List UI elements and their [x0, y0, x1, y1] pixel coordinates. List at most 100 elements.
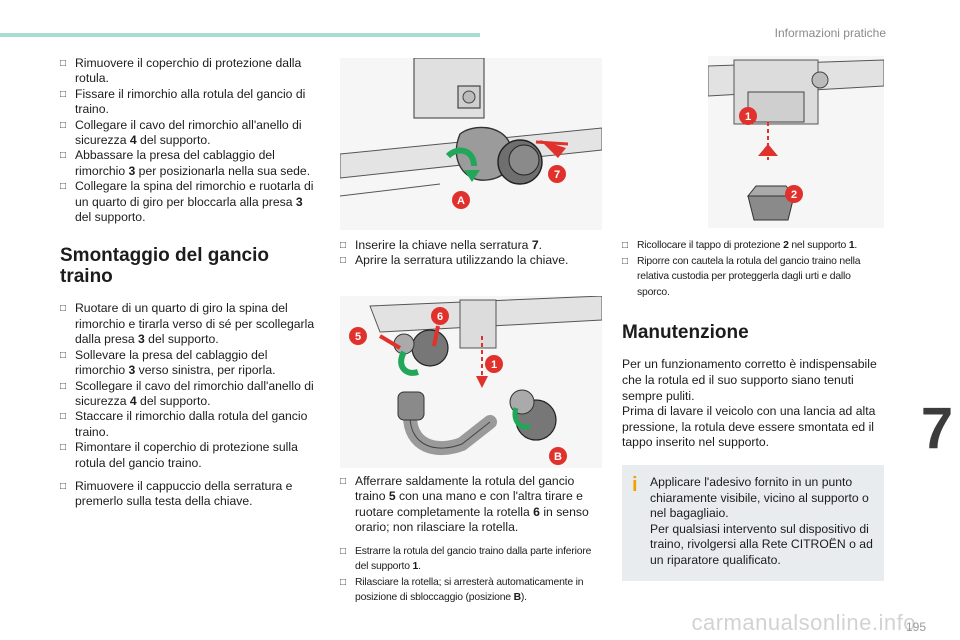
info-icon: i [632, 473, 638, 496]
watermark: carmanualsonline.info [691, 610, 916, 635]
step-bullet-icon: □ [60, 380, 67, 392]
step-reference-number: 6 [533, 504, 540, 519]
header-accent-bar [0, 33, 480, 37]
step-bullet-icon: □ [60, 58, 67, 69]
step-list-key: □ Inserire la chiave nella serratura 7.□A… [340, 238, 602, 269]
callout-7: 7 [548, 165, 566, 183]
step-text: Collegare il cavo del rimorchio all'anel… [75, 117, 302, 148]
column-middle: □ Inserire la chiave nella serratura 7.□A… [340, 238, 602, 269]
step-text: Ricollocare il tappo di protezione [637, 240, 784, 251]
page-number: 195 [905, 620, 926, 634]
page-header-title: Informazioni pratiche [774, 26, 886, 40]
step-text: . [854, 240, 858, 251]
figure-cap-insert: 1 2 [708, 56, 884, 228]
step-item: □ Inserire la chiave nella serratura 7. [340, 238, 602, 253]
step-text: Rilasciare la rotella; si arresterà auto… [355, 576, 584, 604]
step-item: □ Fissare il rimorchio alla rotula del ga… [60, 87, 320, 118]
step-text: del supporto. [144, 332, 219, 347]
chapter-number: 7 [920, 395, 954, 461]
step-list-smontaggio-2: □Rimuovere il cappuccio della serratura … [60, 479, 320, 510]
step-bullet-icon: □ [60, 349, 67, 361]
svg-text:5: 5 [355, 331, 361, 343]
step-reference-number: 2 [783, 240, 789, 251]
step-item: □ Sollevare la presa del cablaggio del ri… [60, 348, 320, 379]
step-bullet-icon: □ [340, 476, 347, 487]
step-reference-number: 3 [138, 332, 145, 347]
svg-text:6: 6 [437, 311, 443, 323]
manutenzione-paragraph-1: Per un funzionamento corretto è indispen… [622, 357, 877, 403]
step-text: Abbassare la presa del cablaggio del rim… [75, 148, 275, 178]
step-item: □ Rimontare il coperchio di protezione su… [60, 440, 320, 471]
step-item: □Aprire la serratura utilizzando la chia… [340, 253, 602, 268]
step-bullet-icon: □ [340, 255, 347, 267]
step-item: □ Staccare il rimorchio dalla rotula del … [60, 409, 320, 440]
step-text: verso sinistra, per riporla. [135, 363, 276, 378]
step-text: del supporto. [136, 133, 211, 148]
info-text-1: Applicare l'adesivo fornito in un punto … [650, 474, 869, 521]
step-reference-number: 1 [412, 561, 419, 573]
step-text: Afferrare saldamente la rotula del ganci… [355, 474, 575, 504]
step-reference-number: 4 [129, 133, 137, 148]
step-reference-number: 5 [388, 489, 396, 504]
step-reference-number: 7 [531, 238, 539, 252]
step-text: . [538, 238, 542, 252]
step-bullet-icon: □ [622, 240, 628, 251]
step-reference-number: 1 [848, 240, 855, 251]
step-list-install: □ Rimuovere il coperchio di protezione da… [60, 56, 320, 225]
step-bullet-icon: □ [60, 181, 67, 193]
step-item: □ Riporre con cautela la rotula del ganci… [622, 254, 884, 301]
step-item: □ Collegare la spina del rimorchio e ruot… [60, 179, 320, 225]
section-title-smontaggio: Smontaggio del gancio traino [60, 245, 270, 288]
step-text: Staccare il rimorchio dalla rotula del g… [75, 409, 308, 439]
step-text: . [418, 561, 421, 573]
column-right: □ Ricollocare il tappo di protezione 2 ne… [622, 238, 884, 581]
step-bullet-icon: □ [60, 150, 67, 162]
step-bullet-icon: □ [340, 576, 346, 588]
step-text: con una mano e con l'altra tirare e ruot… [355, 489, 583, 519]
svg-text:B: B [554, 451, 562, 463]
step-text: Riporre con cautela la rotula del gancio… [637, 255, 861, 298]
step-item: □ Scollegare il cavo del rimorchio dall'a… [60, 379, 320, 410]
svg-text:1: 1 [491, 359, 497, 371]
callout-A: A [452, 191, 470, 209]
step-text: Fissare il rimorchio alla rotula del gan… [75, 86, 306, 117]
step-bullet-icon: □ [60, 480, 67, 492]
svg-text:2: 2 [791, 189, 797, 201]
step-bullet-icon: □ [60, 442, 67, 454]
step-bullet-icon: □ [60, 119, 67, 131]
step-text: del supporto. [136, 393, 211, 408]
step-text: Collegare la spina del rimorchio e ruota… [75, 179, 314, 209]
step-list-extract: □Estrarre la rotula del gancio traino da… [340, 544, 606, 606]
chapter-tab[interactable]: 7 [914, 385, 960, 471]
callout-6: 6 [431, 307, 449, 325]
callout-1: 1 [485, 355, 503, 373]
step-text: Sollevare la presa del cablaggio del rim… [75, 347, 268, 378]
step-text: Scollegare il cavo del rimorchio dall'an… [75, 378, 314, 408]
step-item: □ Afferrare saldamente la rotula del ganc… [340, 474, 606, 536]
step-bullet-icon: □ [622, 255, 628, 267]
step-text: Rimontare il coperchio di protezione sul… [75, 440, 298, 470]
step-reference-number: 3 [128, 163, 136, 178]
callout-1: 1 [739, 107, 757, 125]
info-text-2: Per qualsiasi intervento sul dispositivo… [650, 521, 873, 567]
step-reference-number: 4 [129, 393, 137, 408]
manutenzione-paragraph-2: Prima di lavare il veicolo con una lanci… [622, 404, 876, 450]
step-text: nel supporto [788, 240, 849, 251]
step-reference-number: 3 [295, 194, 303, 209]
step-bullet-icon: □ [60, 411, 67, 423]
column-middle-lower: □ Afferrare saldamente la rotula del ganc… [340, 474, 606, 606]
figure-ball-removal: 5 6 1 B [340, 296, 602, 468]
step-item: □ Rimuovere il coperchio di protezione da… [60, 56, 320, 87]
step-bullet-icon: □ [60, 88, 67, 100]
info-box: i Applicare l'adesivo fornito in un punt… [622, 464, 884, 581]
step-text: Inserire la chiave nella serratura [355, 238, 532, 252]
figure-key-lock: 7 A [340, 58, 602, 230]
step-item: □ Collegare il cavo del rimorchio all'ane… [60, 118, 320, 149]
step-bullet-icon: □ [340, 240, 347, 251]
step-text: Ruotare di un quarto di giro la spina de… [75, 301, 315, 347]
step-text: Rimuovere il coperchio di protezione dal… [75, 56, 302, 86]
step-list-grip: □ Afferrare saldamente la rotula del ganc… [340, 474, 606, 536]
step-text: ). [520, 592, 527, 604]
step-reference-number: B [513, 592, 522, 604]
callout-5: 5 [349, 327, 367, 345]
